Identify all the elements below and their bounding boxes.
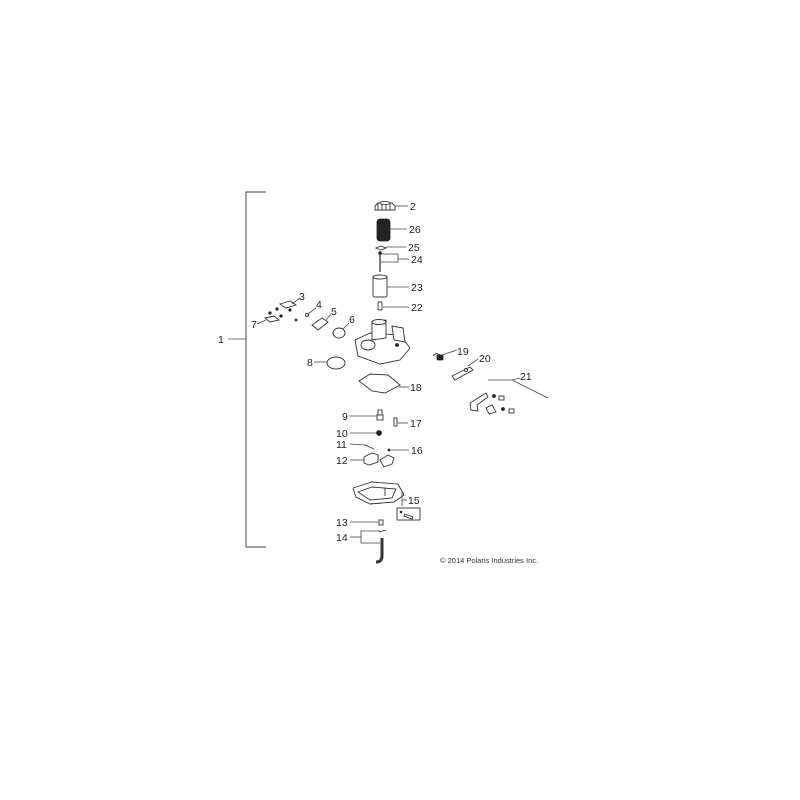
callout-1: 1	[218, 334, 224, 346]
part-18-bowl-gasket	[358, 373, 409, 394]
part-20-lever	[451, 358, 479, 381]
part-23-throttle-slide	[372, 274, 409, 298]
part-12-float	[350, 452, 395, 468]
callout-13: 13	[336, 517, 348, 529]
callout-2: 2	[410, 201, 416, 213]
part-21-bracket-kit	[469, 377, 549, 415]
part-24-jet-needle	[378, 251, 409, 272]
callout-23: 23	[411, 282, 423, 294]
part-10-nut	[350, 430, 382, 436]
part-8-o-ring	[314, 356, 346, 370]
callout-18: 18	[410, 382, 422, 394]
copyright-notice: © 2014 Polaris Industries Inc.	[440, 556, 538, 565]
callout-22: 22	[411, 302, 423, 314]
carburetor-body	[354, 319, 411, 365]
part-22-needle-jet	[377, 301, 409, 311]
part-17-pilot-jet	[393, 417, 408, 427]
callout-11: 11	[336, 439, 347, 451]
assembly-bracket	[228, 191, 266, 548]
callout-12: 12	[336, 455, 348, 467]
callout-8: 8	[307, 357, 313, 369]
part-11-float-pin	[349, 443, 375, 450]
callout-5: 5	[331, 306, 337, 318]
float-bowl	[352, 481, 405, 505]
part-15-drain-screw	[396, 492, 421, 521]
part-6-o-ring	[332, 322, 350, 339]
callout-20: 20	[479, 353, 491, 365]
callout-7: 7	[251, 319, 257, 331]
callout-6: 6	[349, 314, 355, 326]
callout-19: 19	[457, 346, 469, 358]
callout-17: 17	[410, 418, 422, 430]
part-19-spring	[432, 349, 458, 361]
part-26-spring	[376, 218, 407, 242]
callout-24: 24	[411, 254, 423, 266]
callout-3: 3	[299, 291, 305, 303]
part-16-needle-valve	[387, 448, 409, 452]
part-7-screw-plate	[256, 311, 283, 325]
callout-15: 15	[408, 495, 420, 507]
callout-21: 21	[520, 371, 532, 383]
callout-4: 4	[316, 299, 322, 311]
callout-26: 26	[409, 224, 421, 236]
part-25-clip	[374, 245, 406, 251]
callout-10: 10	[336, 428, 348, 440]
part-13-fitting	[350, 519, 384, 526]
callout-25: 25	[408, 242, 420, 254]
callout-9: 9	[342, 411, 348, 423]
callout-16: 16	[411, 445, 423, 457]
part-5-diaphragm-plate	[311, 313, 332, 331]
part-4-small-screw	[294, 307, 317, 322]
part-14-drain-hose	[350, 529, 387, 564]
part-9-main-jet	[349, 409, 384, 421]
callout-labels: 1 2 26 25 24 23 22 3 4 5 6 7 8 18 19 20 …	[218, 201, 532, 544]
callout-14: 14	[336, 532, 348, 544]
part-3-screw-plate	[275, 297, 301, 312]
part-2-top-cap	[374, 200, 408, 211]
